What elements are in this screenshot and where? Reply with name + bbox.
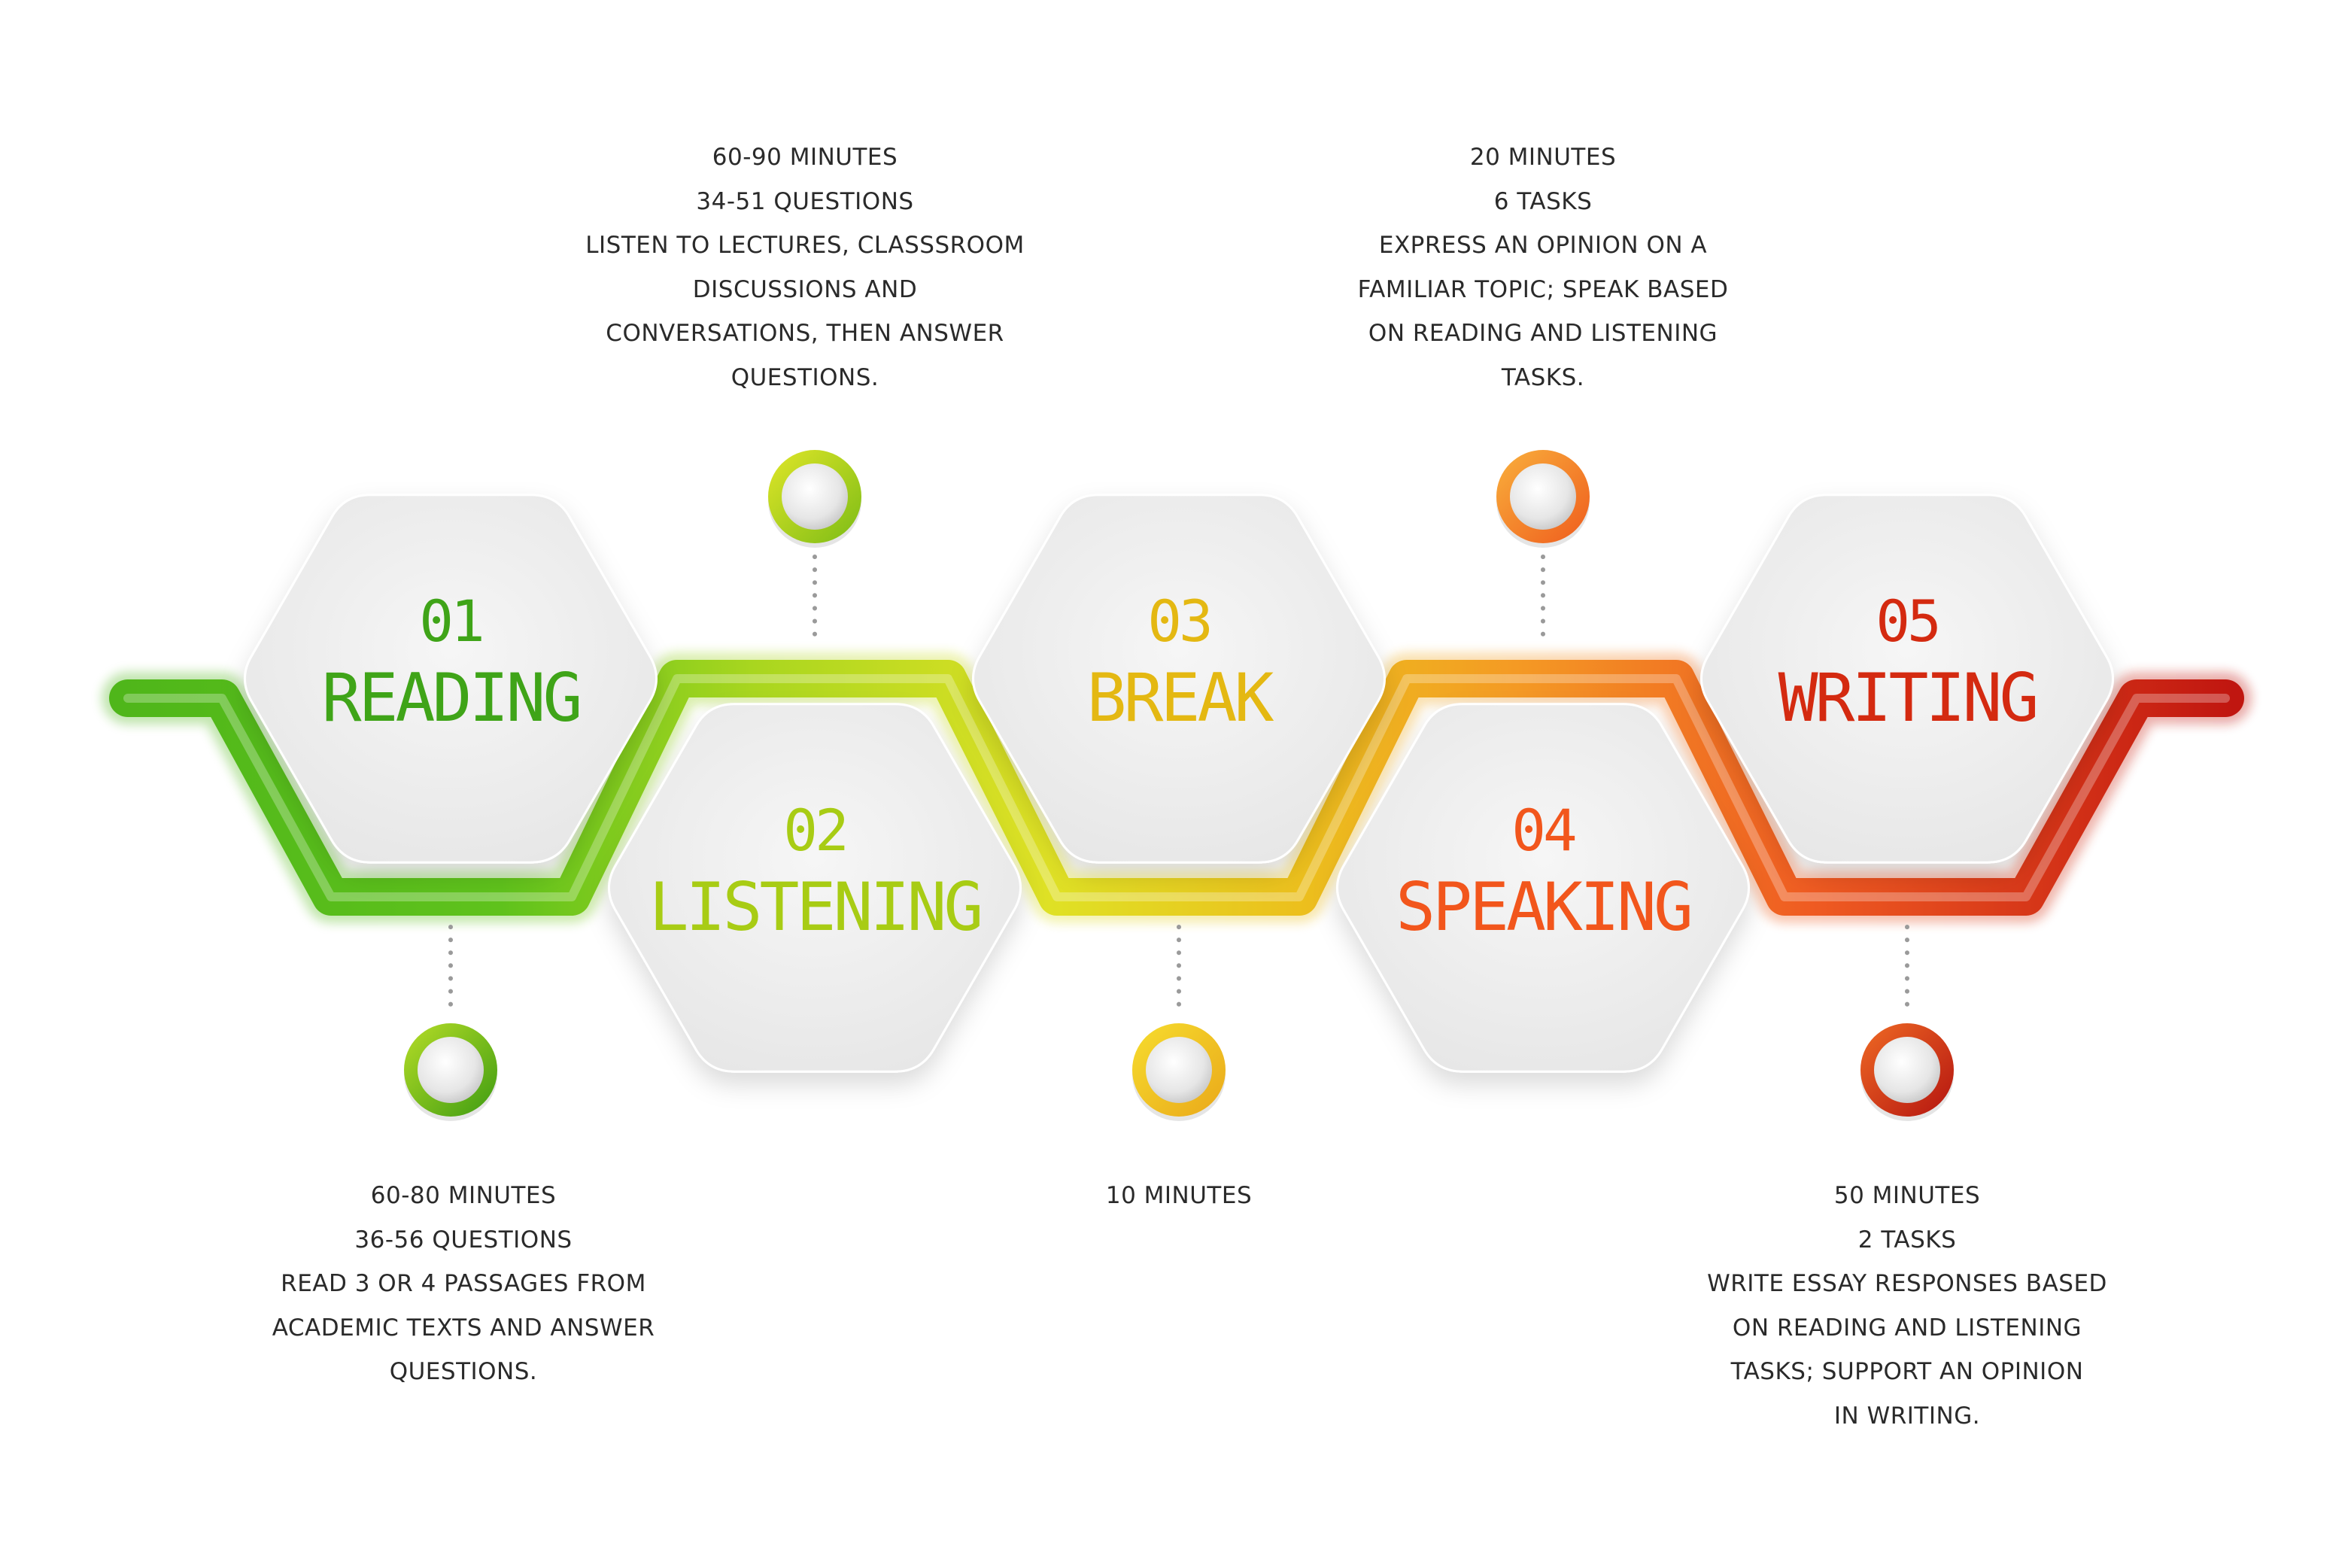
description-listening: 60-90 MINUTES 34-51 QUESTIONS LISTEN TO … <box>572 135 1038 400</box>
description-line: 20 MINUTES <box>1469 144 1617 171</box>
description-line: 6 TASKS <box>1493 187 1593 215</box>
step-number: 03 <box>1147 588 1210 655</box>
description-line: FAMILIAR TOPIC; SPEAK BASED <box>1357 275 1729 303</box>
hexagon-shape <box>1336 703 1750 1073</box>
description-line: 60-90 MINUTES <box>712 144 898 171</box>
description-line: LISTEN TO LECTURES, CLASSSROOM <box>585 232 1025 259</box>
timeline-path-tube <box>109 660 2244 916</box>
description-line: 50 MINUTES <box>1833 1182 1981 1209</box>
step-title: LISTENING <box>649 868 981 946</box>
description-line: TASKS; SUPPORT AN OPINION <box>1730 1358 2084 1385</box>
description-line: 2 TASKS <box>1857 1226 1957 1253</box>
description-line: 34-51 QUESTIONS <box>696 187 914 215</box>
connector-lines <box>448 555 1909 1014</box>
hexagon-shape <box>1700 494 2114 864</box>
description-line: 10 MINUTES <box>1105 1182 1253 1209</box>
description-reading: 60-80 MINUTES 36-56 QUESTIONS READ 3 OR … <box>230 1174 697 1394</box>
hexagon-shape <box>244 494 658 864</box>
description-line: CONVERSATIONS, THEN ANSWER <box>606 320 1004 347</box>
description-line: ACADEMIC TEXTS AND ANSWER <box>272 1314 655 1342</box>
hexagon-shape <box>972 494 1386 864</box>
description-line: 36-56 QUESTIONS <box>354 1226 573 1253</box>
marker-knob <box>1510 463 1576 530</box>
marker-writing <box>1860 1023 1954 1121</box>
marker-knob <box>1146 1037 1212 1103</box>
description-line: 60-80 MINUTES <box>370 1182 557 1209</box>
marker-break <box>1132 1023 1226 1121</box>
step-number: 02 <box>783 797 846 864</box>
description-speaking: 20 MINUTES 6 TASKS EXPRESS AN OPINION ON… <box>1310 135 1776 400</box>
description-line: DISCUSSIONS AND <box>692 275 918 303</box>
step-title: BREAK <box>1087 659 1274 737</box>
step-number: 04 <box>1511 797 1575 864</box>
step-title: READING <box>322 659 580 737</box>
description-line: QUESTIONS. <box>731 363 879 391</box>
marker-reading <box>404 1023 497 1121</box>
hexagon-shape <box>608 703 1022 1073</box>
description-line: IN WRITING. <box>1833 1402 1981 1430</box>
description-break: 10 MINUTES <box>946 1174 1412 1218</box>
description-line: TASKS. <box>1501 363 1585 391</box>
description-writing: 50 MINUTES 2 TASKS WRITE ESSAY RESPONSES… <box>1674 1174 2140 1438</box>
step-hexagons: 01READING02LISTENING03BREAK04SPEAKING05W… <box>244 494 2114 1073</box>
marker-knob <box>1874 1037 1940 1103</box>
timeline-path <box>102 652 2252 923</box>
marker-knob <box>418 1037 484 1103</box>
description-line: ON READING AND LISTENING <box>1368 320 1718 347</box>
step-title: SPEAKING <box>1396 868 1690 946</box>
marker-knob <box>782 463 848 530</box>
description-line: QUESTIONS. <box>389 1358 538 1385</box>
marker-speaking <box>1496 450 1590 548</box>
timeline-path-highlight <box>123 674 2230 901</box>
description-line: WRITE ESSAY RESPONSES BASED <box>1707 1270 2107 1297</box>
description-line: READ 3 OR 4 PASSAGES FROM <box>281 1270 646 1297</box>
description-line: EXPRESS AN OPINION ON A <box>1378 232 1708 259</box>
description-line: ON READING AND LISTENING <box>1732 1314 2082 1342</box>
step-title: WRITING <box>1778 659 2037 737</box>
step-markers <box>404 450 1954 1121</box>
marker-listening <box>768 450 861 548</box>
step-number: 05 <box>1876 588 1939 655</box>
step-number: 01 <box>419 588 482 655</box>
